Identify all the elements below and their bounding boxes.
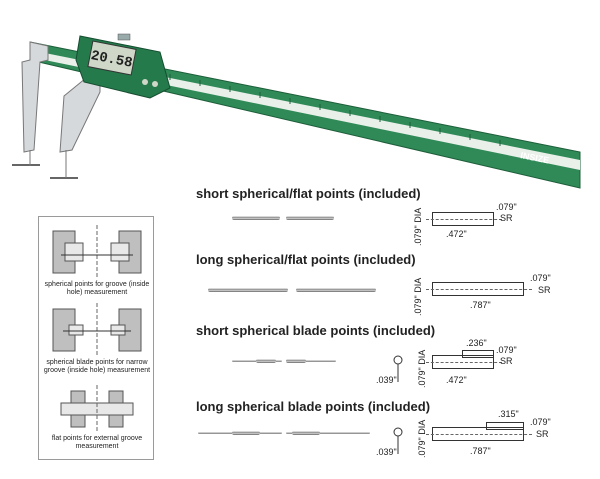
center-line — [426, 289, 532, 290]
sr-label: SR — [500, 213, 513, 223]
point-profile-step — [486, 422, 524, 430]
section-title-long-flat: long spherical/flat points (included) — [196, 252, 416, 267]
sr-label: SR — [538, 285, 551, 295]
center-line — [426, 434, 532, 435]
step-label: .236" — [466, 338, 487, 348]
dia-label: .079" DIA — [413, 277, 423, 316]
dia-label: .079" DIA — [417, 349, 427, 388]
groove-diagram-1 — [52, 225, 142, 279]
sr-label: SR — [500, 356, 513, 366]
caliper-knob — [117, 33, 131, 41]
length-label: .787" — [470, 446, 491, 456]
blade-rod-grip — [256, 359, 276, 363]
tip-label: .079" — [530, 417, 551, 427]
legend-caption-1: spherical points for groove (inside hole… — [44, 281, 150, 296]
dia-label: .079" DIA — [417, 419, 427, 458]
center-line — [426, 219, 502, 220]
blade-rod — [286, 360, 336, 362]
blade-rod-grip — [286, 359, 306, 363]
length-label: .787" — [470, 300, 491, 310]
point-profile-step — [462, 350, 494, 358]
section-title-long-blade: long spherical blade points (included) — [196, 399, 431, 414]
blade-rod — [286, 432, 370, 434]
tip-label: .079" — [496, 345, 517, 355]
tip-label: .079" — [496, 202, 517, 212]
point-rod — [286, 216, 334, 220]
lcd-screen — [87, 40, 137, 76]
groove-diagram-2 — [52, 303, 142, 357]
length-label: .472" — [446, 229, 467, 239]
caliper-illustration: 20.58 INSIZE — [12, 33, 581, 189]
groove-diagram-3 — [60, 385, 134, 433]
legend-caption-2: spherical blade points for narrow groove… — [43, 359, 151, 374]
blade-label: .039" — [376, 447, 397, 457]
sliding-jaw — [59, 77, 101, 153]
blade-rod-grip — [232, 431, 260, 435]
blade-tip-icon — [393, 427, 403, 454]
tip-label: .079" — [530, 273, 551, 283]
section-title-short-flat: short spherical/flat points (included) — [196, 186, 421, 201]
length-label: .472" — [446, 375, 467, 385]
legend-caption-3: flat points for external groove measurem… — [51, 435, 143, 450]
blade-rod-grip — [292, 431, 320, 435]
point-rod — [232, 216, 280, 220]
blade-tip-icon — [393, 355, 403, 382]
caliper-scale-ticks — [169, 74, 501, 146]
fixed-jaw — [21, 41, 49, 153]
section-title-short-blade: short spherical blade points (included) — [196, 323, 436, 338]
point-rod — [208, 288, 288, 292]
center-line — [426, 362, 502, 363]
point-rod — [296, 288, 376, 292]
step-label: .315" — [498, 409, 519, 419]
legend-panel: spherical points for groove (inside hole… — [38, 216, 154, 460]
lcd-value: 20.58 — [89, 48, 133, 72]
dia-label: .079" DIA — [413, 207, 423, 246]
sr-label: SR — [536, 429, 549, 439]
blade-label: .039" — [376, 375, 397, 385]
